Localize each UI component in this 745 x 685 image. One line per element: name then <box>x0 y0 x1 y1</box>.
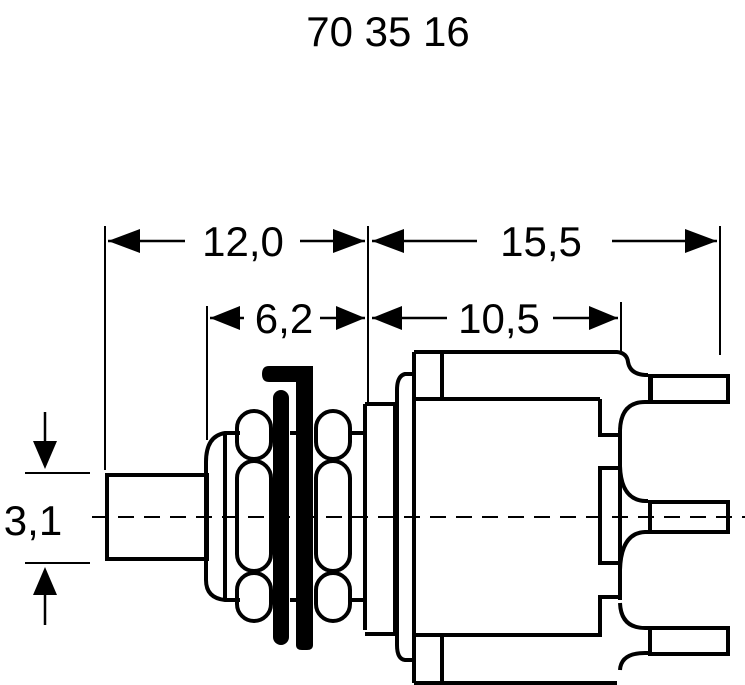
switch-housing <box>412 350 648 685</box>
hex-nut-left <box>235 409 273 623</box>
terminal-bottom <box>648 626 730 656</box>
extension-lines <box>25 226 721 564</box>
dimension-label-10-5: 10,5 <box>458 295 540 342</box>
dimension-6-2: 6,2 <box>210 295 365 342</box>
terminal-middle <box>648 500 730 534</box>
dimension-label-12-0: 12,0 <box>202 218 284 265</box>
dimension-3-1: 3,1 <box>4 412 62 625</box>
part-number-title: 70 35 16 <box>306 8 470 55</box>
terminal-top <box>648 374 730 404</box>
dimension-15-5: 15,5 <box>372 218 717 265</box>
housing-flange <box>365 372 414 662</box>
dimension-12-0: 12,0 <box>108 218 365 265</box>
dimension-label-3-1: 3,1 <box>4 497 62 544</box>
dimension-label-6-2: 6,2 <box>255 295 313 342</box>
hex-nut-right <box>314 409 352 623</box>
dimension-10-5: 10,5 <box>372 295 618 342</box>
locking-washer <box>262 366 313 650</box>
solder-terminals <box>648 374 730 656</box>
dimension-label-15-5: 15,5 <box>500 218 582 265</box>
